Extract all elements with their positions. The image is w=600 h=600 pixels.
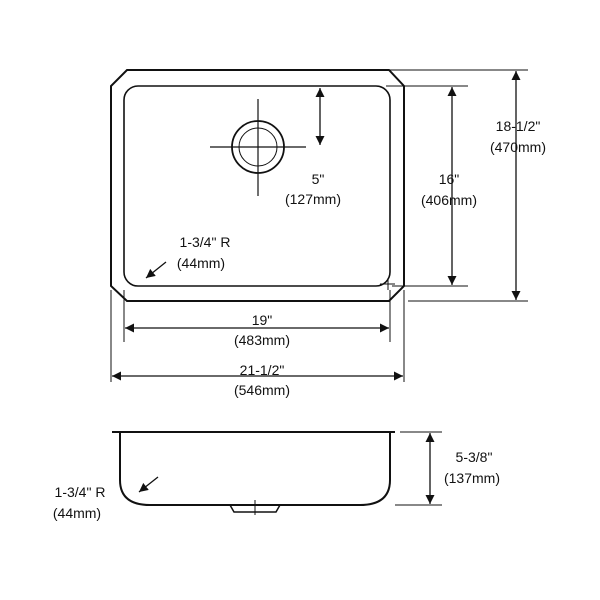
top-corner-radius-imperial: 1-3/4" R: [180, 234, 231, 250]
side-view: 1-3/4" R (44mm) 5-3/8" (137mm): [53, 431, 500, 521]
overall-width-imperial: 21-1/2": [240, 362, 285, 378]
depth-imperial: 5-3/8": [456, 449, 493, 465]
overall-width-metric: (546mm): [234, 382, 290, 398]
top-corner-radius-metric: (44mm): [177, 255, 225, 271]
bowl-width-imperial: 19": [252, 312, 273, 328]
bowl-width-metric: (483mm): [234, 332, 290, 348]
bowl-width-dimension: 19" (483mm): [125, 312, 389, 348]
depth-dimension: 5-3/8" (137mm): [425, 433, 500, 504]
depth-metric: (137mm): [444, 470, 500, 486]
sink-outer-rim: [110, 69, 405, 302]
top-view: 5" (127mm) 1-3/4" R (44mm) 19" (483mm) 2…: [110, 69, 546, 398]
bowl-length-imperial: 16": [439, 171, 460, 187]
drain-offset-dimension: 5" (127mm): [285, 88, 341, 207]
drain-offset-metric: (127mm): [285, 191, 341, 207]
drain-offset-imperial: 5": [312, 171, 325, 187]
drain: [210, 99, 306, 196]
sink-bowl: [123, 85, 391, 287]
overall-width-dimension: 21-1/2" (546mm): [112, 362, 403, 398]
bowl-length-dimension: 16" (406mm): [421, 87, 477, 285]
top-corner-radius-callout: 1-3/4" R (44mm): [145, 234, 231, 279]
overall-length-imperial: 18-1/2": [496, 118, 541, 134]
side-corner-radius-imperial: 1-3/4" R: [55, 484, 106, 500]
overall-length-metric: (470mm): [490, 139, 546, 155]
bowl-length-metric: (406mm): [421, 192, 477, 208]
side-corner-radius-metric: (44mm): [53, 505, 101, 521]
side-bowl-profile: [119, 432, 391, 506]
side-corner-radius-callout: 1-3/4" R (44mm): [53, 476, 159, 521]
overall-length-dimension: 18-1/2" (470mm): [490, 71, 546, 300]
